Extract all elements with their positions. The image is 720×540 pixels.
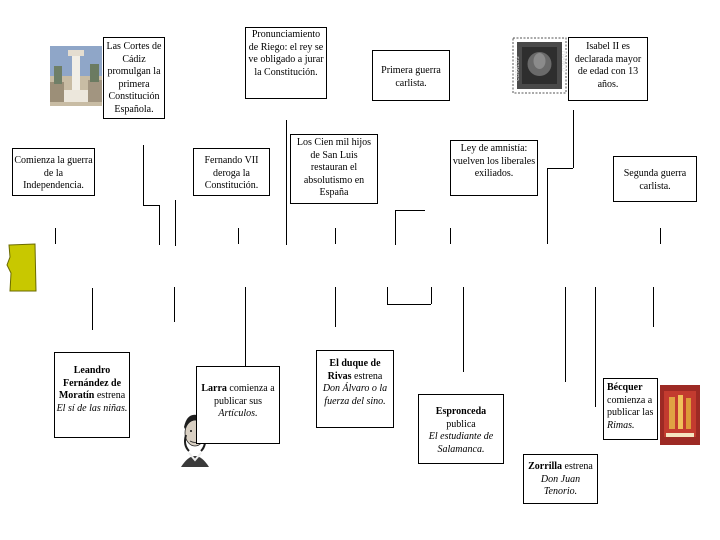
- lit-larra-work: Artículos.: [218, 408, 257, 419]
- connector-line: [92, 288, 93, 330]
- rimas-book-image: [660, 385, 700, 445]
- event-cortes-cadiz: Las Cortes de Cádiz promulgan la primera…: [103, 37, 165, 119]
- connector-line: [286, 120, 287, 245]
- connector-line: [450, 228, 451, 244]
- lit-zorrilla-author: Zorrilla: [528, 461, 562, 472]
- connector-line: [595, 287, 596, 407]
- event-cien-mil-hijos: Los Cien mil hijos de San Luis restauran…: [290, 134, 378, 204]
- lit-rivas-work: Don Álvaro o la fuerza del sino.: [323, 383, 387, 407]
- connector-line: [174, 287, 175, 322]
- lit-zorrilla-verb: estrena: [565, 461, 593, 472]
- connector-line: [653, 287, 654, 327]
- event-segunda-guerra-text: Segunda guerra carlista.: [624, 168, 686, 192]
- connector-line: [547, 168, 548, 244]
- lit-larra-author: Larra: [201, 383, 227, 394]
- lit-rivas-verb: estrena: [354, 371, 382, 382]
- lit-becquer-verb: comienza a publicar las: [607, 395, 653, 419]
- event-ley-amnistia: Ley de amnistía: vuelven los liberales e…: [450, 140, 538, 196]
- connector-line: [547, 168, 573, 169]
- connector-line: [387, 287, 388, 304]
- lit-becquer-work: Rimas.: [607, 420, 635, 431]
- lit-moratin-verb: estrena: [97, 390, 125, 401]
- stamp-text-franco: FRANCO: [560, 51, 566, 72]
- lit-espronceda: Espronceda publica El estudiante de Sala…: [418, 394, 504, 464]
- event-fernando-vii: Fernando VII deroga la Constitución.: [193, 148, 270, 196]
- event-isabel-text: Isabel II es declarada mayor de edad con…: [575, 41, 641, 90]
- event-segunda-guerra-carlista: Segunda guerra carlista.: [613, 156, 697, 202]
- event-fernando-text: Fernando VII deroga la Constitución.: [205, 155, 259, 191]
- connector-line: [660, 228, 661, 244]
- connector-line: [565, 287, 566, 382]
- lit-zorrilla-work: Don Juan Tenorio.: [541, 474, 580, 498]
- event-independencia-text: Comienza la guerra de la Independencia.: [14, 155, 92, 191]
- lit-espronceda-verb: publica: [446, 419, 475, 430]
- connector-line: [335, 228, 336, 244]
- connector-line: [395, 210, 396, 245]
- lit-becquer: Bécquer comienza a publicar las Rimas.: [603, 378, 658, 440]
- lit-moratin-work: El sí de las niñas.: [57, 403, 128, 414]
- connector-line: [238, 228, 239, 244]
- lit-moratin: Leandro Fernández de Moratín estrena El …: [54, 352, 130, 438]
- lit-larra: Larra comienza a publicar sus Artículos.: [196, 366, 280, 444]
- connector-line: [387, 304, 431, 305]
- event-cien-mil-text: Los Cien mil hijos de San Luis restauran…: [297, 137, 371, 198]
- lit-zorrilla: Zorrilla estrena Don Juan Tenorio.: [523, 454, 598, 504]
- event-cortes-text: Las Cortes de Cádiz promulgan la primera…: [107, 41, 162, 115]
- connector-line: [463, 287, 464, 372]
- event-riego-text: Pronunciamiento de Riego: el rey se ve o…: [248, 29, 323, 78]
- cortes-monument-image: [50, 46, 102, 106]
- connector-line: [245, 287, 246, 367]
- lit-becquer-author: Bécquer: [607, 382, 643, 393]
- stamp-image: CORREOS FRANCO: [512, 37, 567, 94]
- event-riego: Pronunciamiento de Riego: el rey se ve o…: [245, 27, 327, 99]
- event-isabel-ii: Isabel II es declarada mayor de edad con…: [568, 37, 648, 101]
- event-amnistia-text: Ley de amnistía: vuelven los liberales e…: [453, 143, 535, 179]
- connector-line: [159, 205, 160, 245]
- event-independencia: Comienza la guerra de la Independencia.: [12, 148, 95, 196]
- connector-line: [143, 205, 159, 206]
- lit-espronceda-author: Espronceda: [436, 406, 486, 417]
- connector-line: [175, 200, 176, 246]
- connector-line: [55, 228, 56, 244]
- connector-line: [143, 145, 144, 205]
- connector-line: [573, 110, 574, 168]
- connector-line: [335, 287, 336, 327]
- connector-line: [395, 210, 425, 211]
- lit-espronceda-work: El estudiante de Salamanca.: [429, 431, 493, 455]
- connector-line: [431, 287, 432, 304]
- stamp-text-correos: CORREOS: [515, 56, 521, 81]
- timeline-start-marker: [5, 243, 37, 293]
- event-primera-guerra-text: Primera guerra carlista.: [381, 65, 441, 89]
- lit-rivas: El duque de Rivas estrena Don Álvaro o l…: [316, 350, 394, 428]
- event-primera-guerra-carlista: Primera guerra carlista.: [372, 50, 450, 101]
